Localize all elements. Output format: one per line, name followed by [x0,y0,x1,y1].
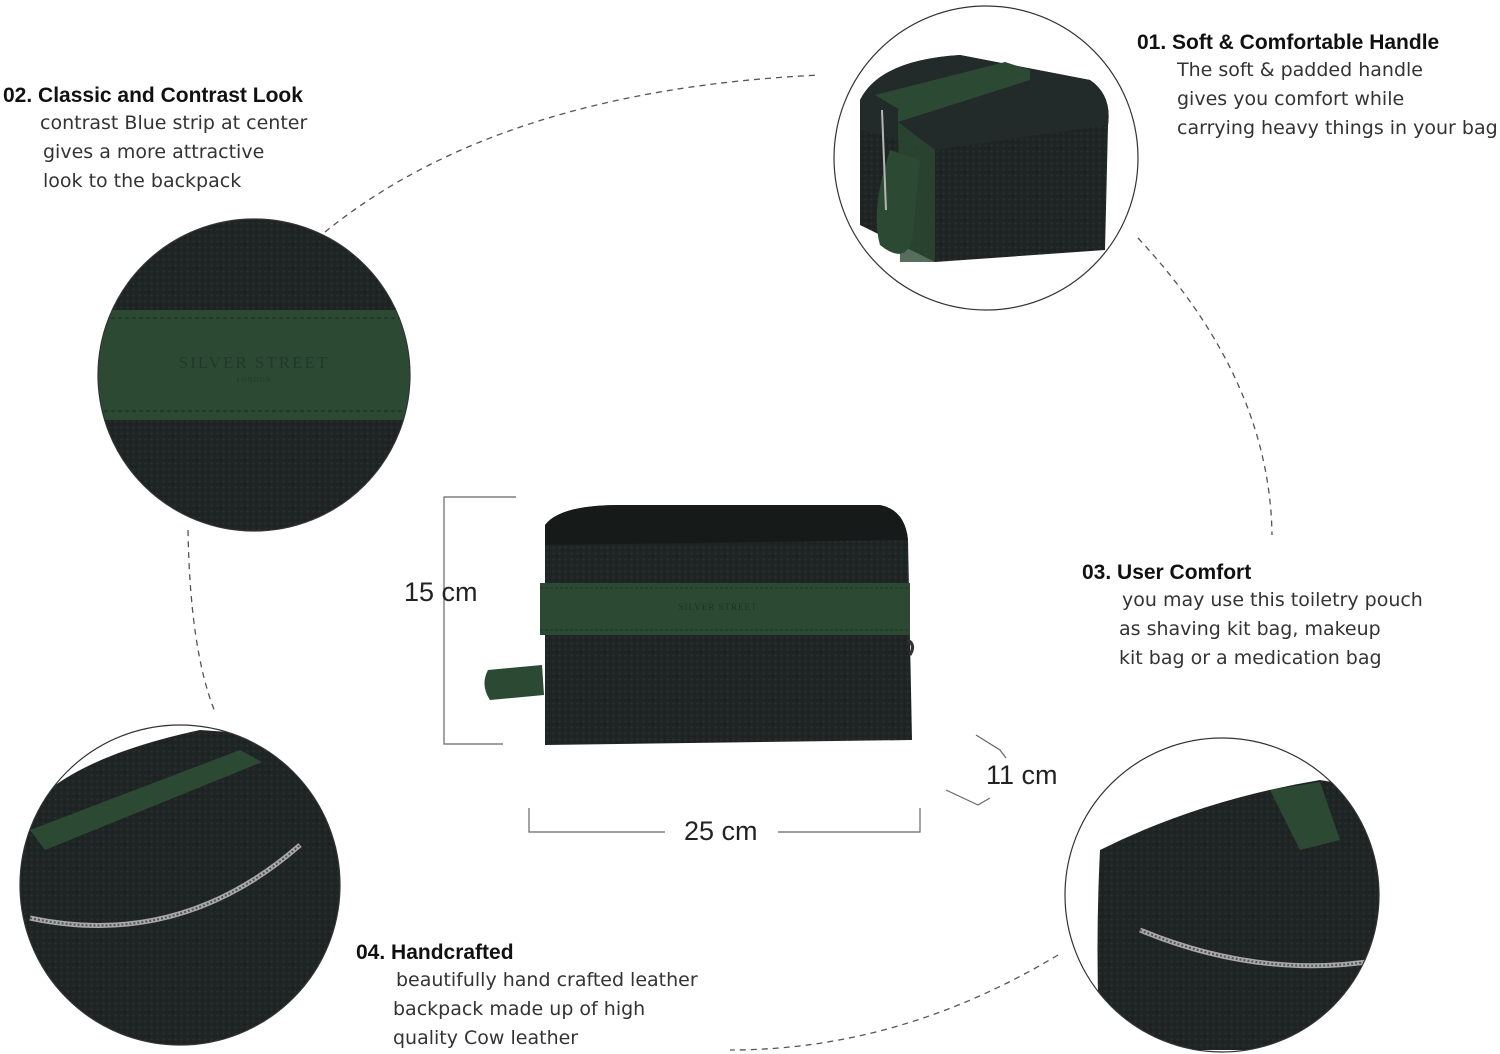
height-dimension: 15 cm [404,577,478,607]
feature-title: 04. Handcrafted [356,941,514,964]
main-bag-image: SILVER STREET [484,505,915,745]
feature-text: backpack made up of high [393,998,646,1020]
handle-closeup-image [833,5,1139,311]
feature-text: gives you comfort while [1177,88,1405,110]
depth-dimension: 11 cm [986,760,1058,790]
feature-text: beautifully hand crafted leather [396,969,698,991]
connector-arcs [187,74,1273,1051]
feature-text: The soft & padded handle [1177,59,1423,81]
feature-text: you may use this toiletry pouch [1122,589,1423,611]
feature-text: as shaving kit bag, makeup [1119,618,1381,640]
feature-text: contrast Blue strip at center [40,112,308,134]
feature-handle: 01. Soft & Comfortable Handle The soft &… [1137,30,1498,143]
feature-text: look to the backpack [43,170,242,192]
feature-text: gives a more attractive [43,141,265,163]
feature-text: kit bag or a medication bag [1119,647,1382,669]
zipper-closeup-image [19,724,341,1046]
brand-emboss: SILVER STREET [179,353,330,372]
width-dimension: 25 cm [684,816,758,846]
feature-handcrafted: 04. Handcrafted beautifully hand crafted… [356,940,698,1053]
feature-title: 02. Classic and Contrast Look [3,84,303,107]
feature-title: 01. Soft & Comfortable Handle [1137,31,1440,54]
strip-closeup-image: SILVER STREET LONDON [97,218,411,532]
feature-text: quality Cow leather [393,1027,579,1049]
feature-contrast-look: 02. Classic and Contrast Look contrast B… [3,83,307,196]
bag-brand: SILVER STREET [679,602,758,612]
feature-user-comfort: 03. User Comfort you may use this toilet… [1082,560,1423,673]
dimension-lines [443,496,1007,833]
feature-title: 03. User Comfort [1082,561,1252,584]
bottom-closeup-image [1064,737,1380,1053]
feature-text: carrying heavy things in your bag [1177,117,1498,139]
brand-emboss-sub: LONDON [236,376,272,384]
